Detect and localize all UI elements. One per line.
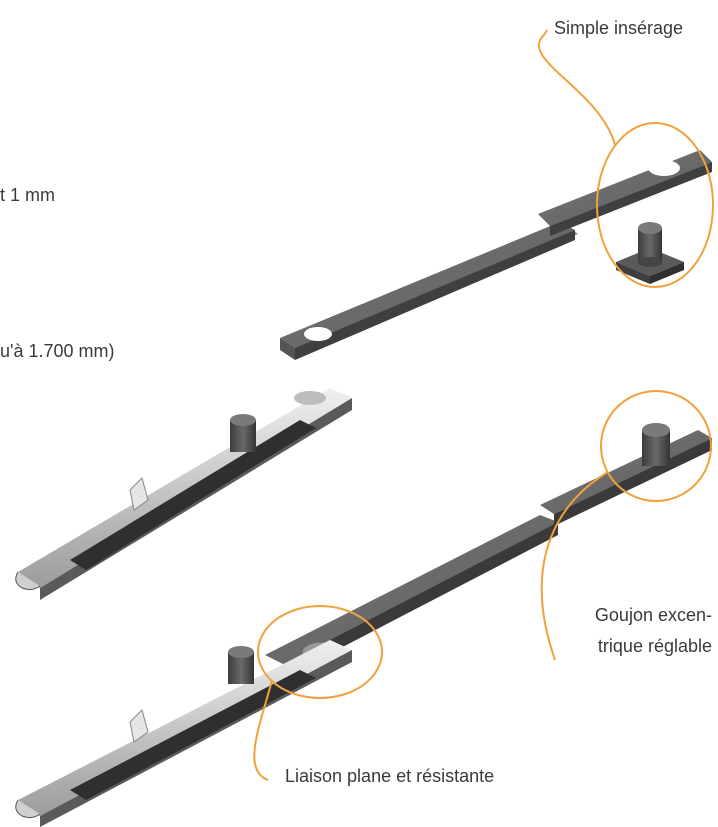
callout-goujon <box>540 390 712 661</box>
callout-liaison <box>253 605 383 781</box>
label-simple-inserage: Simple inséragе <box>554 18 684 38</box>
insert-pin <box>616 222 684 284</box>
lower-assembly <box>15 423 712 827</box>
upper-rail <box>280 150 712 360</box>
label-partial-length: u'à 1.700 mm) <box>0 341 115 361</box>
label-goujon-line1: Goujon excen- <box>594 605 712 625</box>
label-goujon-line2: trique réglable <box>597 636 712 656</box>
callout-simple-inserage <box>537 29 714 288</box>
label-liaison: Liaison plane et résistante <box>285 766 495 786</box>
middle-connector <box>15 388 352 600</box>
rail-hole-left <box>304 327 332 341</box>
rail-hole-right <box>648 160 680 176</box>
label-partial-thickness: t 1 mm <box>0 185 56 205</box>
